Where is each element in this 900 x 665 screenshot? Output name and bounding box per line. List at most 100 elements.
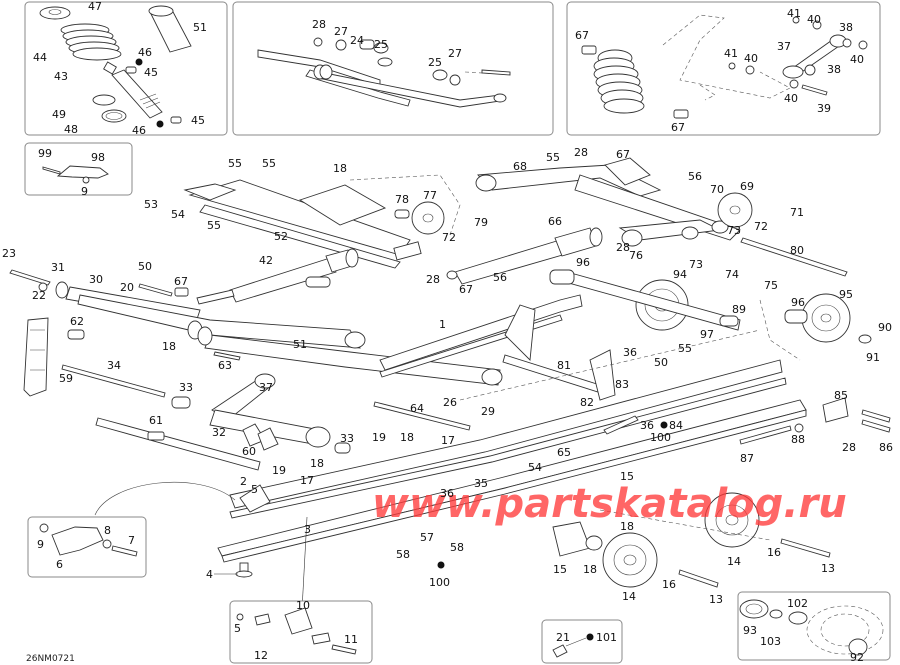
callout-83[interactable]: 83 (615, 378, 629, 391)
callout-97[interactable]: 97 (700, 328, 714, 341)
callout-74[interactable]: 74 (725, 268, 739, 281)
callout-34[interactable]: 34 (107, 359, 121, 372)
callout-26[interactable]: 26 (443, 396, 457, 409)
callout-10[interactable]: 10 (296, 599, 310, 612)
callout-50[interactable]: 50 (138, 260, 152, 273)
callout-18[interactable]: 18 (583, 563, 597, 576)
callout-80[interactable]: 80 (790, 244, 804, 257)
callout-12[interactable]: 12 (254, 649, 268, 662)
callout-65[interactable]: 65 (557, 446, 571, 459)
callout-54[interactable]: 54 (528, 461, 542, 474)
callout-23[interactable]: 23 (2, 247, 16, 260)
callout-40[interactable]: 40 (784, 92, 798, 105)
callout-46[interactable]: 46 (132, 124, 146, 137)
callout-3[interactable]: 3 (304, 523, 311, 536)
callout-28[interactable]: 28 (616, 241, 630, 254)
callout-72[interactable]: 72 (754, 220, 768, 233)
callout-48[interactable]: 48 (64, 123, 78, 136)
callout-16[interactable]: 16 (662, 578, 676, 591)
callout-28[interactable]: 28 (312, 18, 326, 31)
callout-61[interactable]: 61 (149, 414, 163, 427)
callout-54[interactable]: 54 (171, 208, 185, 221)
callout-28[interactable]: 28 (842, 441, 856, 454)
callout-41[interactable]: 41 (724, 47, 738, 60)
callout-42[interactable]: 42 (259, 254, 273, 267)
callout-36[interactable]: 36 (623, 346, 637, 359)
callout-64[interactable]: 64 (410, 402, 424, 415)
callout-15[interactable]: 15 (620, 470, 634, 483)
callout-35[interactable]: 35 (474, 477, 488, 490)
callout-81[interactable]: 81 (557, 359, 571, 372)
callout-73[interactable]: 73 (689, 258, 703, 271)
callout-33[interactable]: 33 (179, 381, 193, 394)
callout-9[interactable]: 9 (81, 185, 88, 198)
callout-50[interactable]: 50 (654, 356, 668, 369)
callout-31[interactable]: 31 (51, 261, 65, 274)
callout-39[interactable]: 39 (817, 102, 831, 115)
callout-60[interactable]: 60 (242, 445, 256, 458)
callout-16[interactable]: 16 (767, 546, 781, 559)
callout-56[interactable]: 56 (688, 170, 702, 183)
callout-102[interactable]: 102 (787, 597, 808, 610)
callout-55[interactable]: 55 (262, 157, 276, 170)
callout-46[interactable]: 46 (138, 46, 152, 59)
callout-49[interactable]: 49 (52, 108, 66, 121)
callout-63[interactable]: 63 (218, 359, 232, 372)
callout-44[interactable]: 44 (33, 51, 47, 64)
callout-55[interactable]: 55 (546, 151, 560, 164)
callout-40[interactable]: 40 (807, 13, 821, 26)
callout-73[interactable]: 73 (727, 224, 741, 237)
callout-40[interactable]: 40 (744, 52, 758, 65)
callout-19[interactable]: 19 (272, 464, 286, 477)
callout-47[interactable]: 47 (88, 0, 102, 13)
callout-36[interactable]: 36 (440, 487, 454, 500)
callout-58[interactable]: 58 (396, 548, 410, 561)
callout-79[interactable]: 79 (474, 216, 488, 229)
callout-13[interactable]: 13 (821, 562, 835, 575)
callout-98[interactable]: 98 (91, 151, 105, 164)
callout-13[interactable]: 13 (709, 593, 723, 606)
callout-17[interactable]: 17 (441, 434, 455, 447)
callout-6[interactable]: 6 (56, 558, 63, 571)
callout-55[interactable]: 55 (678, 342, 692, 355)
callout-5[interactable]: 5 (251, 483, 258, 496)
callout-9[interactable]: 9 (37, 538, 44, 551)
callout-25[interactable]: 25 (428, 56, 442, 69)
callout-18[interactable]: 18 (310, 457, 324, 470)
callout-70[interactable]: 70 (710, 183, 724, 196)
callout-100[interactable]: 100 (650, 431, 671, 444)
callout-2[interactable]: 2 (240, 475, 247, 488)
callout-14[interactable]: 14 (727, 555, 741, 568)
callout-18[interactable]: 18 (620, 520, 634, 533)
callout-28[interactable]: 28 (426, 273, 440, 286)
callout-67[interactable]: 67 (671, 121, 685, 134)
callout-86[interactable]: 86 (879, 441, 893, 454)
callout-1[interactable]: 1 (439, 318, 446, 331)
callout-11[interactable]: 11 (344, 633, 358, 646)
callout-18[interactable]: 18 (162, 340, 176, 353)
callout-55[interactable]: 55 (207, 219, 221, 232)
callout-24[interactable]: 24 (350, 34, 364, 47)
callout-67[interactable]: 67 (459, 283, 473, 296)
callout-38[interactable]: 38 (827, 63, 841, 76)
callout-33[interactable]: 33 (340, 432, 354, 445)
callout-29[interactable]: 29 (481, 405, 495, 418)
callout-75[interactable]: 75 (764, 279, 778, 292)
callout-27[interactable]: 27 (448, 47, 462, 60)
callout-41[interactable]: 41 (787, 7, 801, 20)
callout-103[interactable]: 103 (760, 635, 781, 648)
callout-45[interactable]: 45 (191, 114, 205, 127)
callout-57[interactable]: 57 (420, 531, 434, 544)
callout-67[interactable]: 67 (616, 148, 630, 161)
callout-51[interactable]: 51 (193, 21, 207, 34)
callout-55[interactable]: 55 (228, 157, 242, 170)
callout-21[interactable]: 21 (556, 631, 570, 644)
callout-77[interactable]: 77 (423, 189, 437, 202)
callout-87[interactable]: 87 (740, 452, 754, 465)
callout-67[interactable]: 67 (575, 29, 589, 42)
callout-71[interactable]: 71 (790, 206, 804, 219)
callout-92[interactable]: 92 (850, 651, 864, 664)
callout-68[interactable]: 68 (513, 160, 527, 173)
callout-56[interactable]: 56 (493, 271, 507, 284)
callout-18[interactable]: 18 (400, 431, 414, 444)
